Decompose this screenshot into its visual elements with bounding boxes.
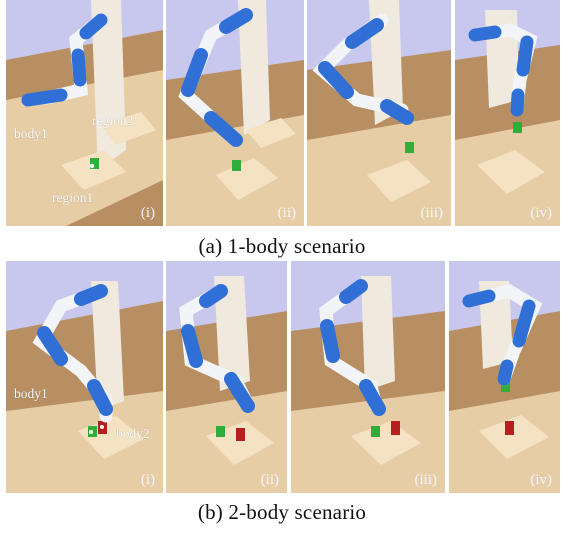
scene-b-i	[6, 261, 163, 493]
panel-label: (iii)	[414, 472, 438, 488]
label-body1: body1	[14, 126, 48, 141]
body1-block	[90, 158, 99, 169]
scene-b-ii	[166, 261, 287, 493]
robot-arm	[21, 13, 108, 107]
panel-label: (ii)	[277, 205, 296, 221]
region2-patch	[101, 112, 156, 145]
scene-a-iv	[455, 0, 560, 226]
scene-a-ii	[166, 0, 304, 226]
panel-label: (iii)	[420, 205, 444, 221]
caption-b: (b) 2-body scenario	[197, 500, 367, 524]
panel-label: (i)	[140, 205, 155, 221]
panel-label: (ii)	[260, 472, 279, 488]
label-body2: body2	[116, 426, 150, 441]
panel-a-iii: (iii)	[307, 0, 451, 226]
panel-b-iii: (iii)	[291, 261, 445, 493]
scene-a-iii	[307, 0, 451, 226]
scene-b-iv	[449, 261, 560, 493]
panel-a-ii: (ii)	[166, 0, 304, 226]
label-region2: region2	[92, 113, 134, 128]
panel-label: (iv)	[530, 472, 552, 488]
region1-patch	[61, 150, 126, 190]
panel-b-ii: (ii)	[166, 261, 287, 493]
panel-a-i: body1 region1 region2 (i)	[6, 0, 163, 226]
panel-label: (i)	[140, 472, 155, 488]
caption-a: (a) 1-body scenario	[198, 234, 366, 258]
label-body1: body1	[14, 386, 48, 401]
label-region1: region1	[52, 190, 94, 205]
scene-a-i	[6, 0, 163, 226]
panel-b-iv: (iv)	[449, 261, 560, 493]
panel-a-iv: (iv)	[455, 0, 560, 226]
panel-b-i: body1 body2 (i)	[6, 261, 163, 493]
scene-b-iii	[291, 261, 445, 493]
panel-label: (iv)	[530, 205, 552, 221]
